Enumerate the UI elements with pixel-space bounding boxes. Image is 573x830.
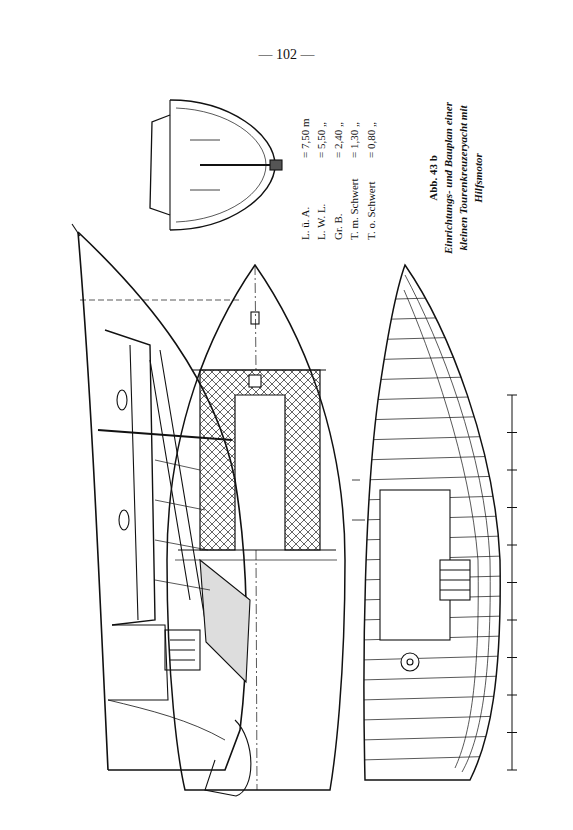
figure-number: Abb. 43 b [426,94,441,262]
spec-name: Gr. B. [330,158,346,240]
spec-value: = 2,40 „ [330,100,346,158]
spec-value: = 1,30 „ [346,100,362,158]
spec-name: T. o. Schwert [363,158,379,240]
spec-name: T. m. Schwert [346,158,362,240]
spec-name: L. ü. A. [297,158,313,240]
spec-value: = 5,50 „ [313,100,329,158]
caption-block: Abb. 43 bEinrichtungs- und Bauplan einer… [426,94,498,262]
midship-section [150,100,282,230]
scale-bar [507,395,517,770]
caption: Einrichtungs- und Bauplan einer kleinen … [441,94,486,262]
deck-plan [167,265,345,790]
spec-name: L. W. L. [313,158,329,240]
spec-value: = 0,80 „ [363,100,379,158]
spec-table: L. ü. A.= 7,50 mL. W. L.= 5,50 „Gr. B.= … [297,100,379,240]
spec-value: = 7,50 m [297,100,313,158]
page-number: — 102 — [0,47,573,63]
construction-plan [352,265,505,780]
